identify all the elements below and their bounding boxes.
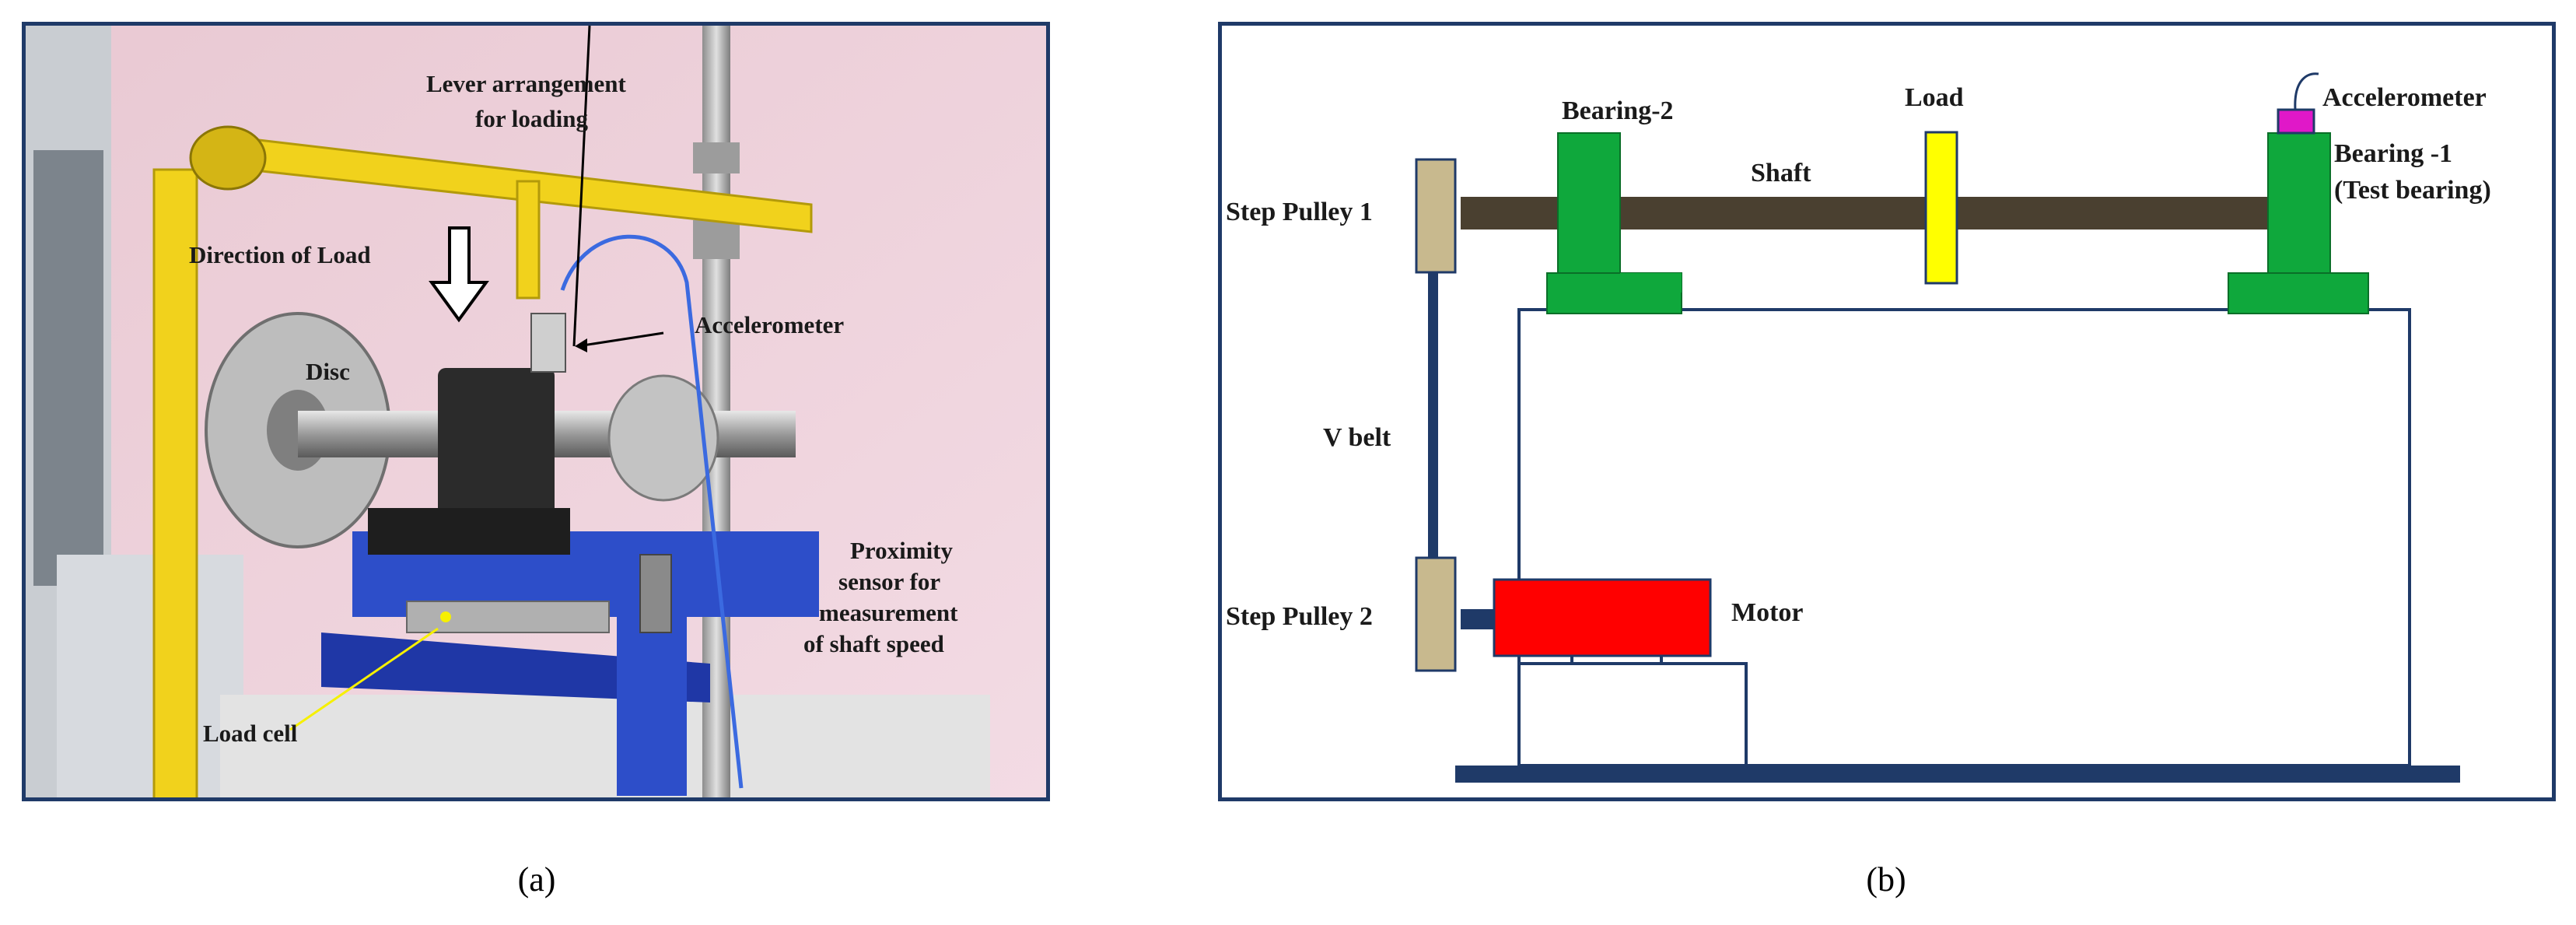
motor-shaft [1461,609,1494,629]
label-accelerometer: Accelerometer [695,311,844,338]
label-accelerometer: Accelerometer [2322,83,2487,112]
label-proximity-line4: of shaft speed [803,630,944,657]
base-plate [1455,766,2460,783]
schematic-panel: Bearing-2 Load Accelerometer Shaft Beari… [1218,22,2556,801]
proximity-sensor [639,554,672,633]
label-lever-line2: for loading [475,105,588,132]
label-lever-line1: Lever arrangement [426,70,626,97]
motor-stand [1517,662,1748,767]
bearing-1 [2267,132,2331,293]
accelerometer-block [2277,108,2315,135]
v-belt [1428,272,1438,580]
label-proximity-line1: Proximity [850,537,954,564]
bearing-2 [1557,132,1621,293]
caption-a: (a) [517,860,556,899]
accelerometer-sensor [530,313,566,373]
coupling [607,374,719,502]
table-top [220,695,990,797]
label-step-pulley-2: Step Pulley 2 [1226,602,1373,631]
accelerometer-pointer [572,26,591,347]
step-pulley-2 [1415,556,1457,672]
load-direction-arrow [429,226,489,323]
bearing-base [368,508,570,555]
label-step-pulley-1: Step Pulley 1 [1226,198,1373,226]
label-load-cell: Load cell [203,720,298,747]
schematic-diagram: Bearing-2 Load Accelerometer Shaft Beari… [1226,72,2491,783]
step-pulley-1 [1415,158,1457,274]
label-direction-of-load: Direction of Load [189,241,371,268]
rod-nut-bottom [693,220,740,259]
caption-b: (b) [1866,860,1906,899]
test-rig-photo: Lever arrangement for loading Direction … [26,26,1046,797]
sensor-cable [560,234,744,789]
bearing-2-base-step [1620,273,1682,293]
load-block [1924,131,1958,285]
label-disc: Disc [306,358,350,385]
label-bearing-2: Bearing-2 [1562,96,1674,125]
load-cell-dot [440,611,451,622]
window-glass [33,150,103,586]
label-bearing-1-line1: Bearing -1 [2334,139,2452,168]
bearing-housing [438,368,555,524]
label-proximity-line2: sensor for [838,568,940,595]
accelerometer-arrowhead [575,338,587,352]
motor [1493,578,1712,657]
label-bearing-1-line2: (Test bearing) [2334,176,2491,205]
label-v-belt: V belt [1323,423,1391,452]
lever-post [152,168,198,797]
stand-frame [57,555,243,797]
bearing-1-base [2228,272,2369,314]
rod-nut-top [693,142,740,173]
label-proximity-line3: measurement [819,599,958,626]
label-motor: Motor [1731,598,1804,627]
load-cell-plate [321,632,710,703]
label-shaft: Shaft [1751,159,1811,187]
photo-panel: Lever arrangement for loading Direction … [22,22,1050,801]
lever-pivot [189,125,267,191]
label-load: Load [1905,83,1964,112]
load-cell-pointer [289,627,439,731]
accelerometer-wire [2294,72,2319,110]
accelerometer-leader [577,331,664,348]
lever-link [516,180,541,300]
